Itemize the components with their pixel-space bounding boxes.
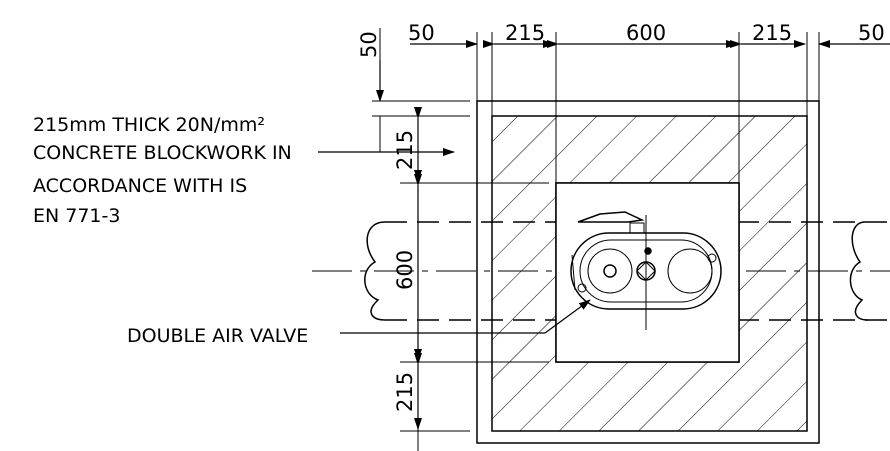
blockwork-hatch (491, 115, 808, 432)
dim-side-wall-top: 215 (393, 130, 417, 170)
blockwork-note-line-1: 215mm THICK 20N/mm² (33, 114, 265, 136)
blockwork-note-line-4: EN 771-3 (33, 205, 120, 227)
side-dimension-lines (376, 60, 422, 430)
leader-lines (318, 148, 591, 334)
dim-side-wall-bottom: 215 (393, 372, 417, 412)
dim-top-wall-left: 215 (505, 21, 545, 45)
dim-top-wall-right: 215 (752, 21, 792, 45)
chamber-walls (476, 100, 820, 444)
outer-slab-outline (476, 100, 820, 444)
dim-top-opening: 600 (626, 21, 666, 45)
double-air-valve (570, 211, 722, 330)
blockwork-note-line-2: CONCRETE BLOCKWORK IN (33, 142, 292, 164)
chamber-opening (555, 182, 740, 363)
blockwork-note-line-3: ACCORDANCE WITH IS (33, 175, 247, 197)
dim-side-top-offset: 50 (357, 31, 381, 58)
dim-top-right-offset: 50 (858, 21, 885, 45)
dim-top-left-offset: 50 (408, 21, 435, 45)
dim-side-opening: 600 (393, 250, 417, 290)
valve-label: DOUBLE AIR VALVE (127, 325, 308, 347)
